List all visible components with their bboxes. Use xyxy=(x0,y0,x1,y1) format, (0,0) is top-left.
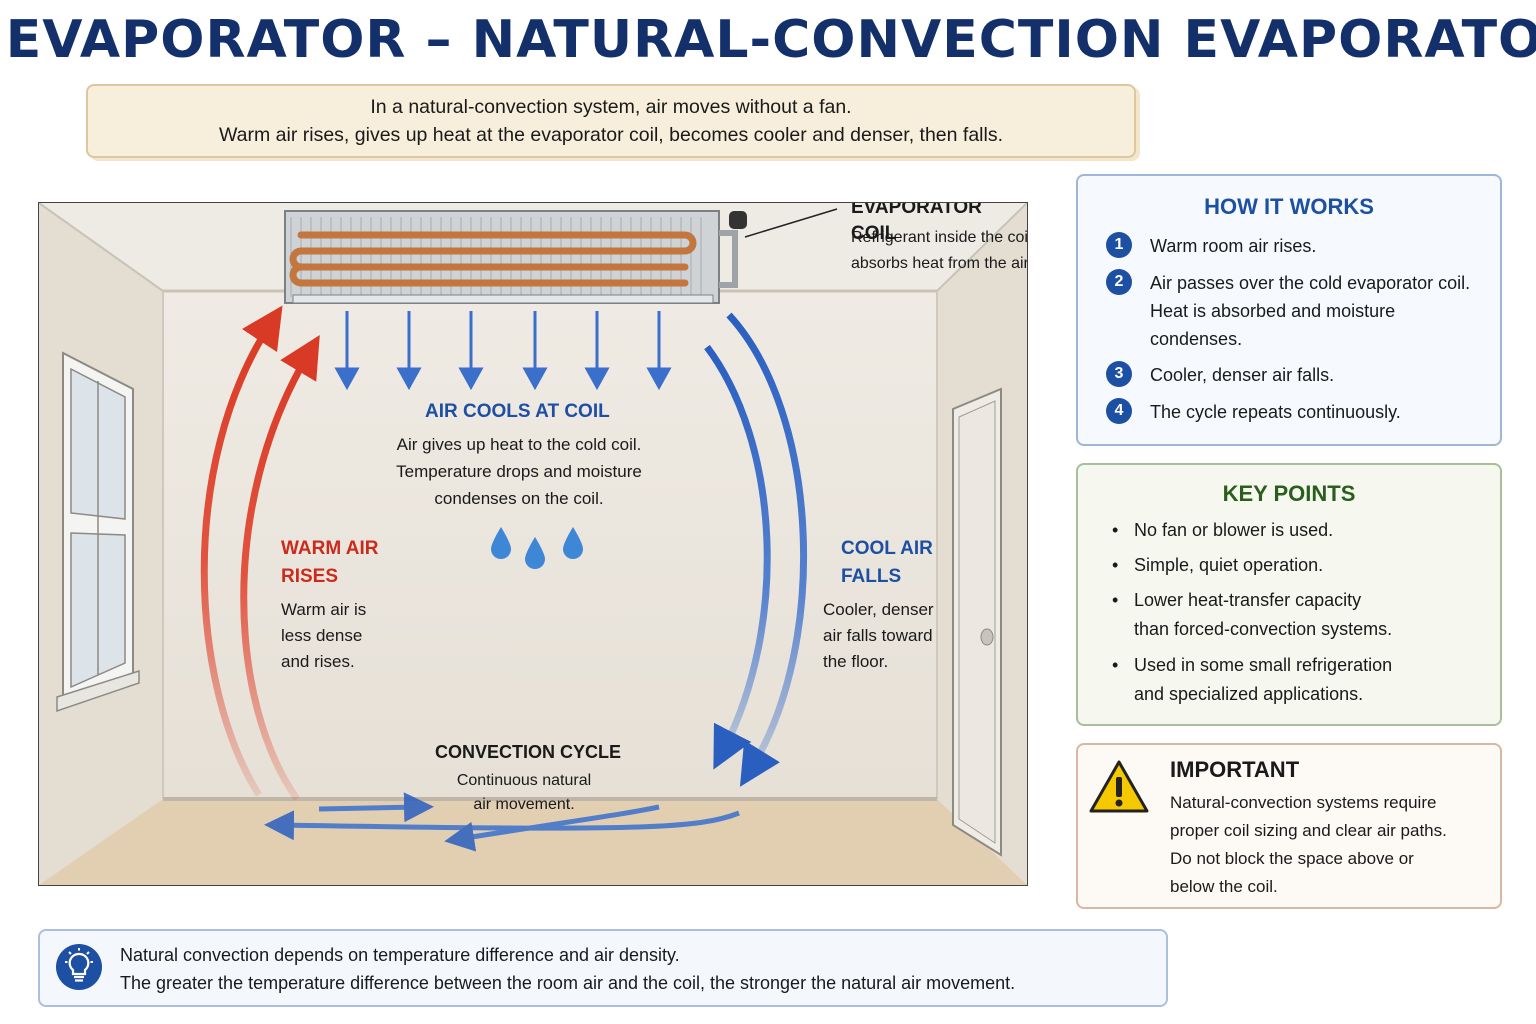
warm-desc-line: less dense xyxy=(281,626,363,645)
step-number: 4 xyxy=(1106,398,1132,424)
coil-heading: EVAPORATOR COIL xyxy=(851,202,982,244)
cycle-heading: CONVECTION CYCLE xyxy=(435,742,622,762)
step-number: 3 xyxy=(1106,361,1132,387)
key-point-text: Simple, quiet operation. xyxy=(1134,555,1324,575)
warm-description: Warm air is less dense and rises. xyxy=(281,597,401,675)
cool-air-arrows xyxy=(704,312,807,787)
key-point-text: No fan or blower is used. xyxy=(1134,520,1334,540)
coil-desc-line: absorbs heat from the air. xyxy=(851,255,1028,272)
key-point-line: and specialized applications. xyxy=(1134,684,1364,704)
step-text: Air passes over the cold evaporator coil… xyxy=(1150,269,1490,353)
cools-desc-line: Temperature drops and moisture xyxy=(396,462,642,481)
step-text: Warm room air rises. xyxy=(1150,236,1317,256)
warm-air-arrows xyxy=(200,305,320,802)
cycle-desc-line: Continuous natural xyxy=(456,772,592,789)
step-line: Heat is absorbed and moisture xyxy=(1150,301,1396,321)
step-number: 1 xyxy=(1106,232,1132,258)
important-line: Do not block the space above or xyxy=(1170,849,1414,868)
coil-description: Refrigerant inside the coil absorbs heat… xyxy=(851,225,1028,277)
step-text: The cycle repeats continuously. xyxy=(1150,402,1401,422)
window xyxy=(56,351,140,713)
warm-heading: WARM AIR RISES xyxy=(281,535,378,591)
step-number: 2 xyxy=(1106,269,1132,295)
note-line: Natural convection depends on temperatur… xyxy=(120,945,680,965)
important-line: proper coil sizing and clear air paths. xyxy=(1170,821,1447,840)
door xyxy=(952,387,1002,857)
key-point-line: Lower heat-transfer capacity xyxy=(1134,590,1362,610)
bullet-icon: • xyxy=(1112,655,1119,675)
cool-heading: COOL AIR FALLS xyxy=(841,535,933,591)
intro-line-1: In a natural-convection system, air move… xyxy=(370,96,852,118)
back-wall xyxy=(163,291,937,799)
coil-downflow-arrows xyxy=(334,311,672,391)
how-it-works-title: HOW IT WORKS xyxy=(1204,194,1374,219)
important-panel: IMPORTANT Natural-convection systems req… xyxy=(1076,743,1502,909)
key-points-panel: KEY POINTS • No fan or blower is used. •… xyxy=(1076,463,1502,726)
floor-arrows xyxy=(264,792,740,852)
intro-line-2: Warm air rises, gives up heat at the eva… xyxy=(218,124,1003,146)
cools-desc-line: condenses on the coil. xyxy=(434,489,604,508)
cool-heading-line: FALLS xyxy=(841,566,902,587)
cool-desc-line: the floor. xyxy=(823,652,889,671)
cool-heading-line: COOL AIR xyxy=(841,538,933,559)
bullet-icon: • xyxy=(1112,520,1119,540)
key-point-text: Used in some small refrigeration and spe… xyxy=(1134,651,1392,709)
warm-desc-line: and rises. xyxy=(281,652,355,671)
page-title: EVAPORATOR – NATURAL-CONVECTION EVAPORAT… xyxy=(5,10,1536,70)
key-point-line: Used in some small refrigeration xyxy=(1134,655,1393,675)
note-line: The greater the temperature difference b… xyxy=(120,973,1016,993)
cools-heading: AIR COOLS AT COIL xyxy=(425,401,610,422)
step-line: condenses. xyxy=(1150,329,1243,349)
important-title: IMPORTANT xyxy=(1170,757,1300,782)
cools-description: Air gives up heat to the cold coil. Temp… xyxy=(339,431,699,512)
how-it-works-panel: HOW IT WORKS 1 Warm room air rises. 2 Ai… xyxy=(1076,174,1502,446)
important-text: Natural-convection systems require prope… xyxy=(1170,789,1490,901)
key-points-title: KEY POINTS xyxy=(1222,481,1356,506)
room-illustration xyxy=(39,203,1027,885)
evaporator-coil xyxy=(284,208,838,304)
step-line: Air passes over the cold evaporator coil… xyxy=(1150,273,1471,293)
bullet-icon: • xyxy=(1112,590,1119,610)
key-point-text: Lower heat-transfer capacity than forced… xyxy=(1134,586,1392,644)
cycle-desc-line: air movement. xyxy=(473,796,575,813)
warm-desc-line: Warm air is xyxy=(281,600,367,619)
coil-desc-line: Refrigerant inside the coil xyxy=(851,229,1028,246)
lightbulb-icon xyxy=(56,944,102,990)
water-drop-icon xyxy=(491,527,583,569)
cycle-description: Continuous natural air movement. xyxy=(419,769,629,817)
room-diagram: EVAPORATOR COIL Refrigerant inside the c… xyxy=(38,202,1028,886)
warning-triangle-icon xyxy=(1089,760,1149,813)
note-box: Natural convection depends on temperatur… xyxy=(38,929,1168,1007)
bullet-icon: • xyxy=(1112,555,1119,575)
intro-box: In a natural-convection system, air move… xyxy=(86,84,1136,158)
note-text: Natural convection depends on temperatur… xyxy=(120,941,1015,997)
cool-desc-line: air falls toward xyxy=(823,626,933,645)
cool-desc-line: Cooler, denser xyxy=(823,600,934,619)
cool-description: Cooler, denser air falls toward the floo… xyxy=(823,597,963,675)
important-line: Natural-convection systems require xyxy=(1170,793,1437,812)
warm-heading-line: WARM AIR xyxy=(281,538,379,559)
important-line: below the coil. xyxy=(1170,877,1278,896)
key-point-line: than forced-convection systems. xyxy=(1134,619,1393,639)
step-text: Cooler, denser air falls. xyxy=(1150,365,1335,385)
warm-heading-line: RISES xyxy=(281,566,339,587)
cools-desc-line: Air gives up heat to the cold coil. xyxy=(396,435,642,454)
